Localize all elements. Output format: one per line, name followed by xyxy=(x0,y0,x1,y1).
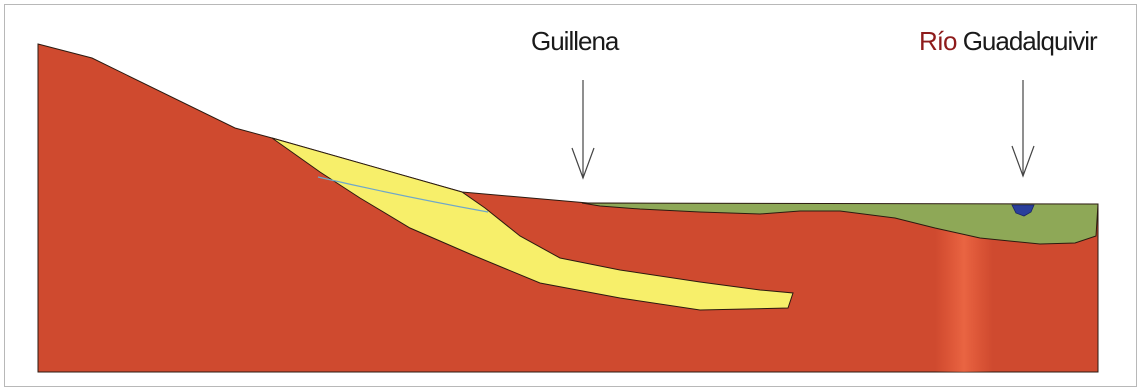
river-label: Río Guadalquivir xyxy=(919,28,1097,54)
river-down-arrow-icon xyxy=(1012,80,1034,176)
town-down-arrow-icon xyxy=(572,80,594,178)
town-label: Guillena xyxy=(531,28,618,54)
river-label-prefix: Río xyxy=(919,26,956,56)
river-label-name: Guadalquivir xyxy=(963,26,1097,56)
